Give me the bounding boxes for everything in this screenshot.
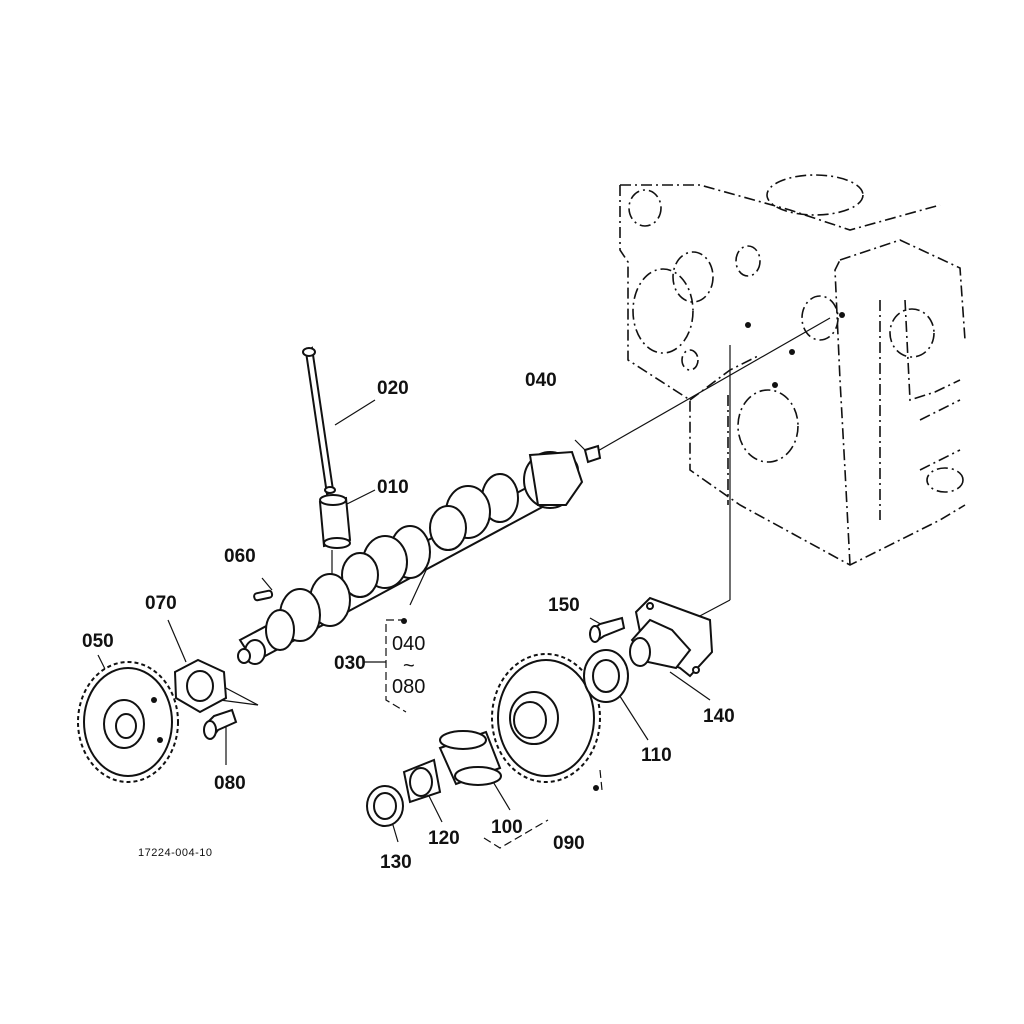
collar <box>583 649 629 703</box>
label-130: 130 <box>380 852 412 873</box>
range-from: 040 <box>392 633 425 655</box>
range-annotation: 040 ~ 080 <box>392 633 425 698</box>
label-150: 150 <box>548 595 580 616</box>
shaft-bolt <box>589 616 626 643</box>
range-to: 080 <box>392 676 425 698</box>
bolt <box>203 708 238 740</box>
tappet <box>318 494 352 549</box>
group-brackets <box>385 618 603 849</box>
label-110: 110 <box>641 745 672 766</box>
label-020: 020 <box>377 378 409 399</box>
label-090: 090 <box>553 833 585 854</box>
diagram-reference: 17224-004-10 <box>138 847 213 859</box>
plug <box>583 444 602 464</box>
circlip <box>366 785 404 827</box>
label-060: 060 <box>224 546 256 567</box>
idle-gear-shaft <box>629 596 714 678</box>
camshaft <box>237 450 584 665</box>
part-labels: 020 010 040 060 070 050 030 080 150 140 … <box>82 370 735 873</box>
label-050: 050 <box>82 631 114 652</box>
label-070: 070 <box>145 593 177 614</box>
bushing <box>438 730 502 786</box>
label-120: 120 <box>428 828 460 849</box>
thrust-plate <box>173 658 228 714</box>
label-140: 140 <box>703 706 735 727</box>
push-rod <box>302 346 336 496</box>
cam-gear <box>77 661 179 783</box>
label-030: 030 <box>334 653 366 674</box>
label-040: 040 <box>525 370 557 391</box>
idle-gear <box>491 653 601 783</box>
label-010: 010 <box>377 477 409 498</box>
label-100: 100 <box>491 817 523 838</box>
label-080: 080 <box>214 773 246 794</box>
engine-block <box>619 174 966 566</box>
range-separator: ~ <box>403 655 415 677</box>
key <box>253 589 274 602</box>
washer <box>402 758 442 804</box>
